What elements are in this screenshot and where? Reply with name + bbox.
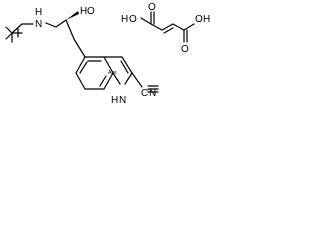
bond-n-ch2 (45, 22, 57, 28)
atom-label-n-amine: N (35, 19, 42, 30)
atom-label-n-nitrile: N (149, 88, 156, 99)
stereo-wedge (66, 11, 79, 20)
atom-label-h-indole: H (111, 95, 118, 106)
bond-chain-1 (150, 23, 163, 31)
bond-right-carboxyl-c-oh (183, 23, 195, 31)
atom-label-n-indole: N (119, 95, 126, 106)
bond-ch2ar-ring (73, 38, 86, 58)
main-molecule: N H H O Abs H N C N (5, 6, 159, 106)
chemical-structure-diagram: N H H O Abs H N C N O H O O O H (5, 2, 210, 106)
atom-label-o-hydroxyl: O (87, 6, 95, 17)
bond-chain-3 (172, 23, 185, 31)
atom-label-h-hydroxyl: H (80, 6, 87, 17)
atom-label-o-left-hydroxyl: O (129, 14, 137, 25)
bond-chain-2-double (163, 27, 174, 34)
benzene-ring (75, 56, 114, 90)
tert-butyl-bonds (5, 23, 23, 43)
atom-label-o-left-top: O (148, 2, 156, 13)
bond-chain-2 (161, 23, 174, 31)
abs-stereo-label: Abs (108, 70, 117, 76)
atom-label-o-right-bottom: O (181, 44, 189, 55)
nitrile-group (131, 72, 159, 93)
bond-ch2-choh (55, 19, 67, 28)
bond-choh-ch2ar (65, 19, 75, 40)
fumaric-acid: O H O O O H (121, 2, 210, 55)
pyrrole-ring (103, 56, 133, 85)
atom-label-h-right: H (203, 14, 210, 25)
atom-label-h-amine: H (35, 7, 42, 18)
atom-label-c-nitrile: C (141, 88, 148, 99)
atom-label-o-right-hydroxyl: O (195, 14, 203, 25)
atom-label-h-left: H (121, 14, 128, 25)
bond-left-carboxyl-c-oh (140, 17, 152, 25)
